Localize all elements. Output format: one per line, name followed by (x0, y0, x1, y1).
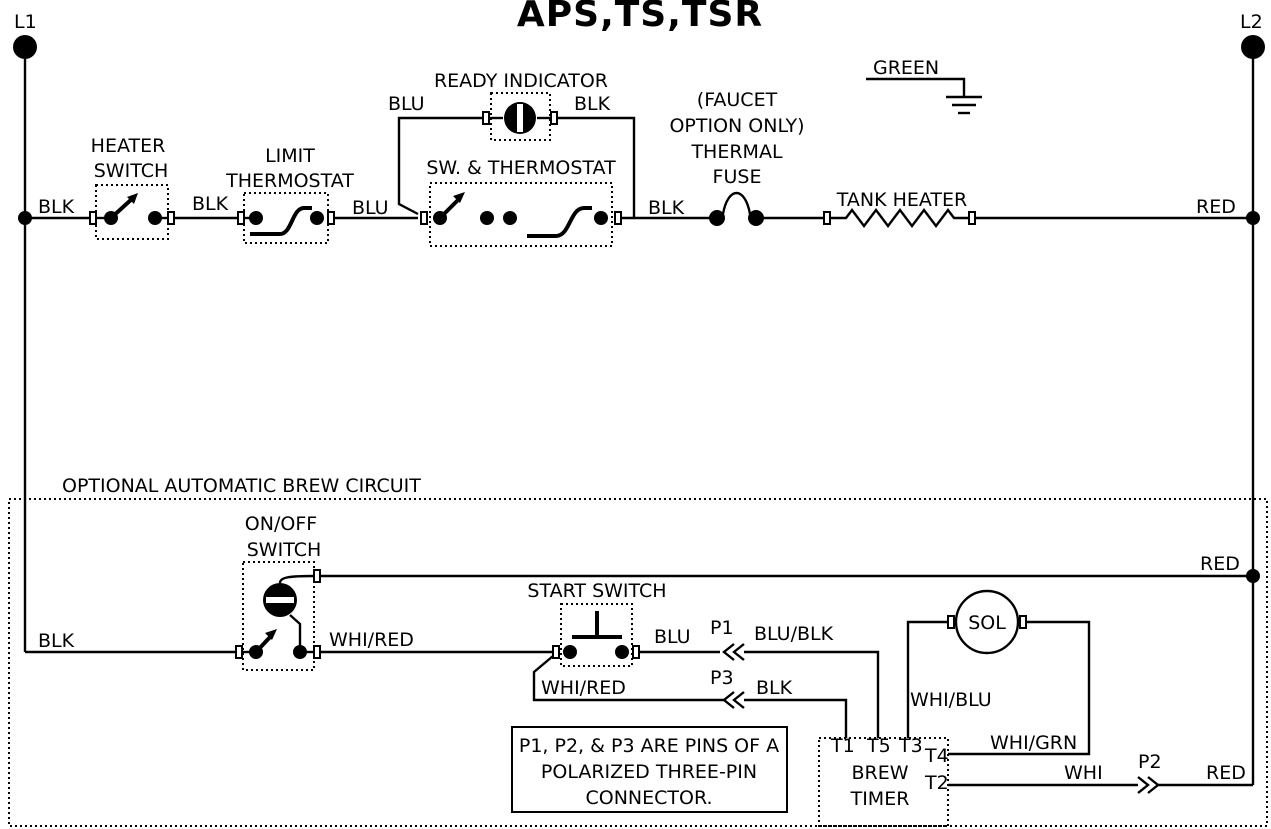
onoff-switch: ON/OFF SWITCH (235, 513, 322, 671)
thermal-fuse-label-4: FUSE (713, 166, 762, 188)
thermal-fuse: (FAUCET OPTION ONLY) THERMAL FUSE (669, 89, 805, 226)
onoff-switch-label-1: ON/OFF (245, 513, 317, 535)
limit-thermostat-label-1: LIMIT (265, 145, 315, 167)
wire-label-br-blublk: BLU/BLK (754, 623, 834, 645)
brew-timer-label-2: TIMER (850, 788, 910, 810)
terminal-t2: T2 (924, 772, 949, 794)
wire-label-blk-3: BLK (648, 197, 685, 219)
start-switch: START SWITCH (527, 580, 667, 667)
wire-label-br-whi: WHI (1064, 762, 1103, 784)
heater-switch-label-2: SWITCH (94, 160, 169, 182)
sol-label: SOL (968, 612, 1006, 634)
wire-label-br-red-top: RED (1200, 553, 1240, 575)
ready-indicator: READY INDICATOR (434, 70, 608, 141)
wire-label-br-whired-2: WHI/RED (541, 677, 626, 699)
start-switch-label: START SWITCH (527, 580, 666, 602)
tank-heater: TANK HEATER (823, 189, 976, 228)
sw-thermostat-label: SW. & THERMOSTAT (426, 157, 616, 179)
pin-p2-label: P2 (1138, 751, 1162, 773)
l1-label: L1 (14, 11, 37, 33)
onoff-switch-label-2: SWITCH (247, 539, 322, 561)
wire-label-ri-blk: BLK (574, 93, 611, 115)
heater-switch: HEATER SWITCH (89, 135, 175, 240)
line-l2: L2 (1240, 11, 1265, 785)
wire-label-red-top: RED (1196, 196, 1236, 218)
thermal-fuse-label-1: (FAUCET (697, 89, 778, 111)
pin-p3-connector: P3 (710, 667, 745, 709)
brew-timer: T1 T5 T3 T4 T2 BREW TIMER (818, 735, 949, 827)
wire-label-br-blu: BLU (654, 626, 691, 648)
note-line-3: CONNECTOR. (585, 787, 712, 809)
pin-p2-connector: P2 (1137, 751, 1162, 794)
ground-symbol: GREEN (866, 57, 982, 115)
limit-thermostat-label-2: THERMOSTAT (225, 170, 354, 192)
wire-label-ri-blu: BLU (388, 93, 425, 115)
terminal-t1: T1 (830, 735, 855, 757)
wire-label-blu: BLU (352, 197, 389, 219)
switch-and-thermostat: SW. & THERMOSTAT (420, 157, 622, 247)
wire-label-br-whigrn: WHI/GRN (990, 732, 1077, 754)
brew-circuit-label: OPTIONAL AUTOMATIC BREW CIRCUIT (62, 475, 421, 497)
brew-timer-label-1: BREW (851, 762, 908, 784)
heater-switch-label-1: HEATER (91, 135, 166, 157)
diagram-title: APS,TS,TSR (517, 0, 763, 35)
thermal-fuse-label-3: THERMAL (690, 141, 782, 163)
wire-label-br-whiblu: WHI/BLU (910, 689, 992, 711)
line-l1: L1 (13, 11, 37, 652)
thermal-fuse-label-2: OPTION ONLY) (669, 115, 804, 137)
note-line-2: POLARIZED THREE-PIN (541, 761, 757, 783)
wire-label-br-red-bottom: RED (1206, 762, 1246, 784)
pin-p1-connector: P1 (710, 617, 745, 661)
terminal-t3: T3 (898, 735, 923, 757)
l2-label: L2 (1240, 11, 1263, 33)
connector-note: P1, P2, & P3 ARE PINS OF A POLARIZED THR… (511, 726, 788, 813)
pin-p3-label: P3 (710, 667, 734, 689)
ground-label: GREEN (873, 57, 939, 79)
wire-label-blk-2: BLK (192, 193, 229, 215)
wire-label-br-whired: WHI/RED (329, 629, 414, 651)
wire-label-br-blk-2: BLK (756, 677, 793, 699)
tank-heater-label: TANK HEATER (836, 189, 967, 211)
note-line-1: P1, P2, & P3 ARE PINS OF A (519, 735, 779, 757)
ready-indicator-label: READY INDICATOR (434, 70, 608, 92)
solenoid: SOL (947, 589, 1027, 655)
terminal-t4: T4 (924, 745, 949, 767)
wire-label-br-blk: BLK (38, 630, 75, 652)
limit-thermostat: LIMIT THERMOSTAT (225, 145, 354, 244)
brew-circuit-box (8, 498, 1268, 827)
wire-label-blk: BLK (38, 196, 75, 218)
terminal-t5: T5 (866, 735, 891, 757)
pin-p1-label: P1 (710, 617, 734, 639)
